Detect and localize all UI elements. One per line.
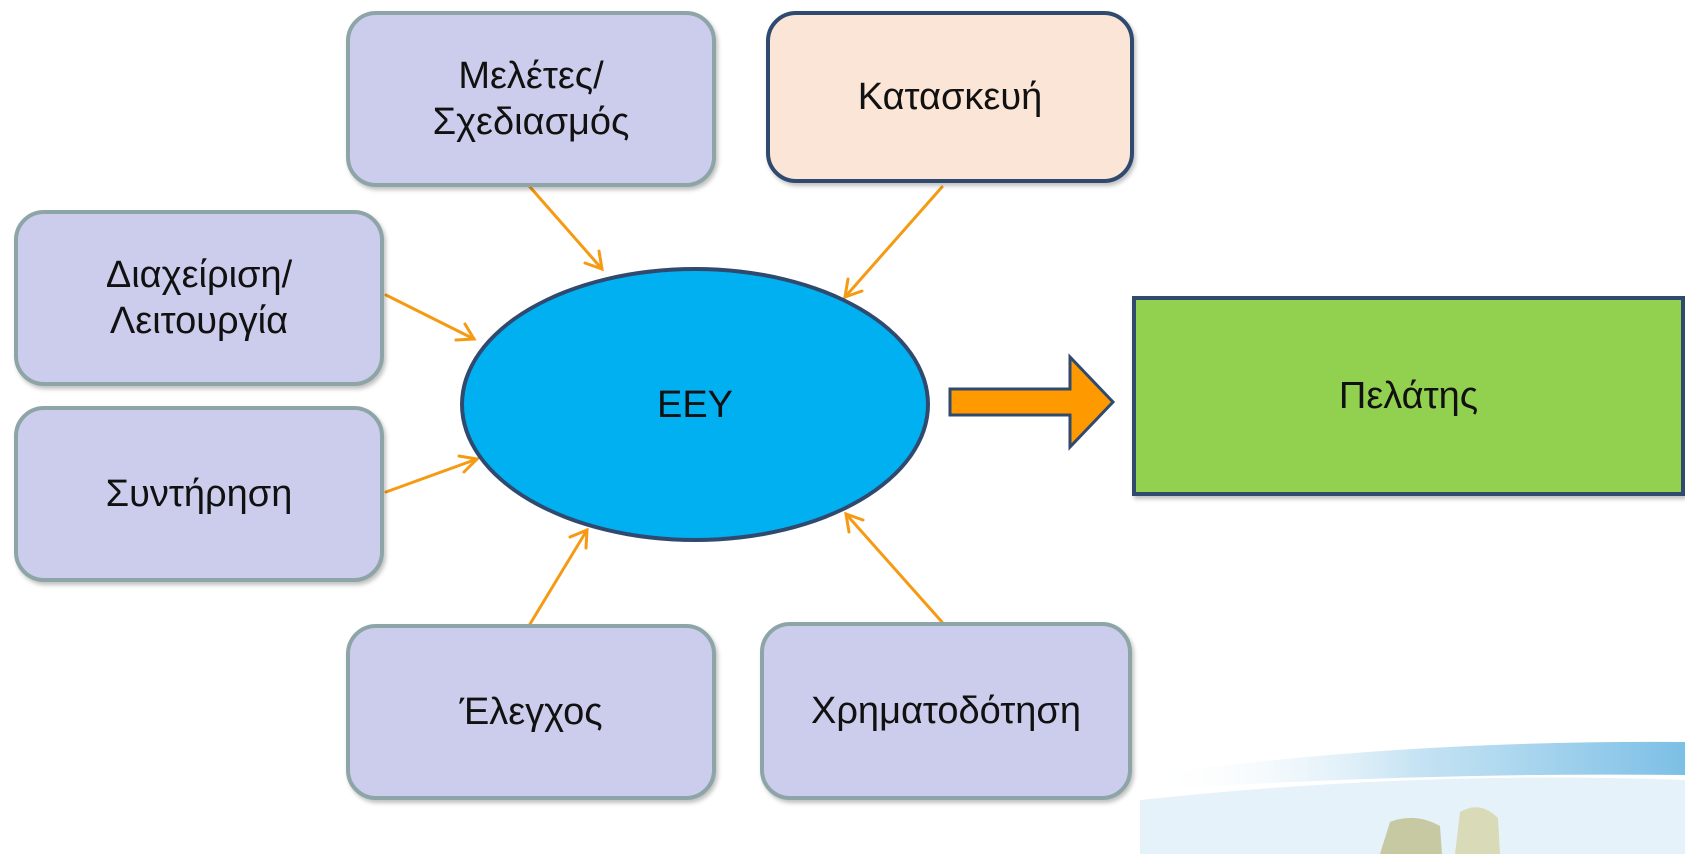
block-arrow-right <box>948 353 1116 451</box>
connector-arrows <box>384 185 944 626</box>
node-inspection: Έλεγχος <box>346 624 716 800</box>
node-studies-line1: Μελέτες/ <box>458 55 604 97</box>
node-maintenance: Συντήρηση <box>14 406 384 582</box>
node-client: Πελάτης <box>1132 296 1685 496</box>
arrow-maintenance-to-center <box>384 454 481 494</box>
node-construction: Κατασκευή <box>766 11 1134 183</box>
node-financing: Χρηματοδότηση <box>760 622 1132 800</box>
arrow-inspection-to-center <box>528 527 589 626</box>
arrow-studies-to-center <box>528 185 604 272</box>
center-ellipse: ΕΕΥ <box>460 267 930 542</box>
node-studies-line2: Σχεδιασμός <box>432 101 630 143</box>
center-label: ΕΕΥ <box>656 383 734 426</box>
node-construction-label: Κατασκευή <box>857 76 1043 118</box>
arrow-financing-to-center <box>844 511 944 624</box>
node-financing-label: Χρηματοδότηση <box>810 690 1082 732</box>
node-inspection-label: Έλεγχος <box>459 691 603 733</box>
node-studies-design: Μελέτες/ Σχεδιασμός <box>346 11 716 187</box>
node-maintenance-label: Συντήρηση <box>105 473 293 515</box>
client-label: Πελάτης <box>1338 375 1479 417</box>
background-swoosh-decoration <box>1140 741 1685 854</box>
node-management-line2: Λειτουργία <box>109 300 289 342</box>
node-management-operation: Διαχείριση/ Λειτουργία <box>14 210 384 386</box>
arrow-management-to-center <box>384 293 477 342</box>
node-management-line1: Διαχείριση/ <box>105 254 293 296</box>
arrow-construction-to-center <box>843 185 944 300</box>
